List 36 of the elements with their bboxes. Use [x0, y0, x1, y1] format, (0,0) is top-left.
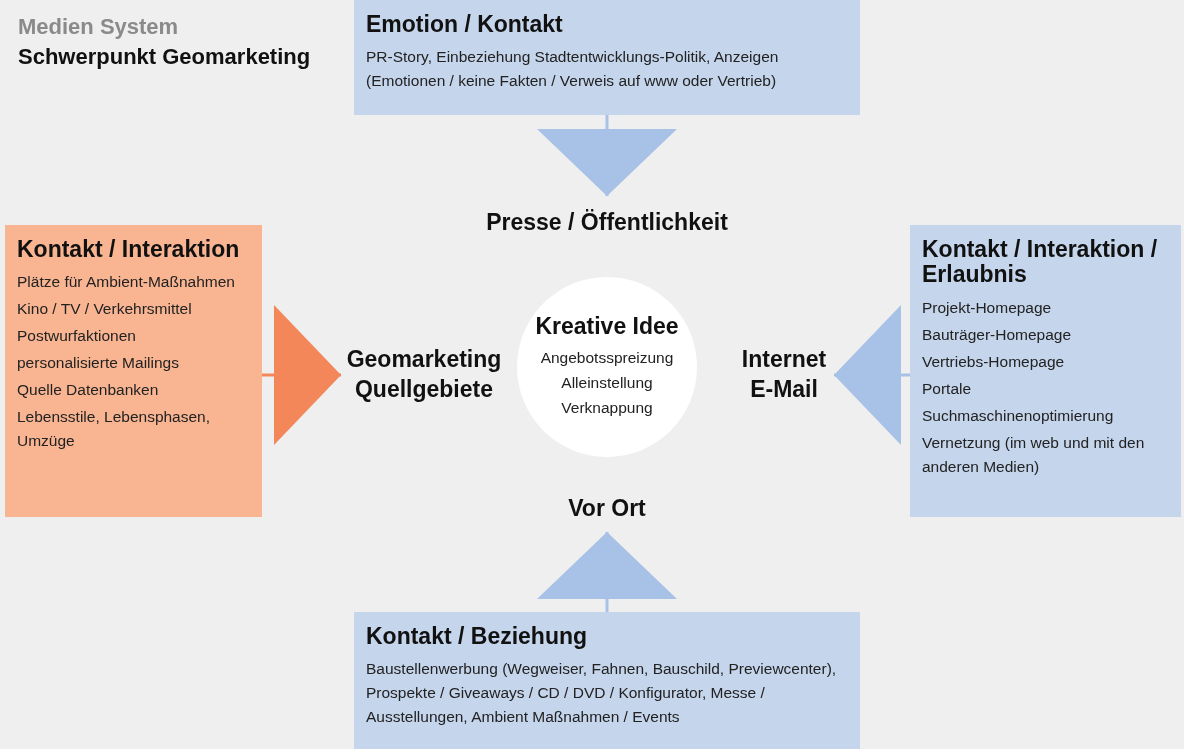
box-text: personalisierte Mailings — [17, 353, 180, 374]
triangle-arrow — [537, 532, 677, 612]
box-text: PR-Story, Einbeziehung Stadtentwicklungs-Politik, Anzeigen (Emotionen / keine Fakten / Verweis auf www oder Vertrieb) — [366, 47, 780, 92]
box-text: Bauträger-Homepage — [922, 324, 1073, 345]
box-text: Vernetzung (im web und mit den anderen Medien) — [922, 432, 1146, 477]
box-text: Portale — [922, 378, 973, 399]
info-box — [354, 612, 860, 749]
info-box — [5, 225, 262, 517]
channel-label: Internet E-Mail — [740, 345, 828, 404]
channel-label: Vor Ort — [568, 494, 646, 524]
box-text: Verknappung — [561, 397, 653, 418]
diagram-title: Medien System — [18, 14, 179, 40]
box-heading: Kontakt / Interaktion / Erlaubnis — [922, 237, 1159, 288]
box-text: Angebotsspreizung — [540, 348, 674, 369]
box-text: Projekt-Homepage — [922, 297, 1053, 318]
triangle-arrow — [834, 305, 910, 445]
box-text: Baustellenwerbung (Wegweiser, Fahnen, Bauschild, Previewcenter), Prospekte / Giveaways / CD / DVD / Konfigurator, Messe / Ausstellungen, Ambient Maßnahmen / Events — [366, 659, 838, 728]
box-text: Quelle Datenbanken — [17, 380, 160, 401]
box-heading: Kreative Idee — [535, 313, 679, 341]
info-box — [354, 0, 860, 115]
triangle-arrow — [537, 115, 677, 196]
subtitle: Schwerpunkt Geomarketing — [18, 44, 311, 70]
triangle-arrow — [262, 305, 341, 445]
box-text: Suchmaschinenoptimierung — [922, 405, 1115, 426]
channel-label: Presse / Öffentlichkeit — [486, 208, 728, 238]
box-heading: Emotion / Kontakt — [366, 12, 564, 38]
box-text: Plätze für Ambient-Maßnahmen — [17, 272, 236, 293]
box-text: Postwurfaktionen — [17, 326, 137, 347]
box-text: Lebensstile, Lebensphasen, Umzüge — [17, 407, 212, 452]
box-text: Kino / TV / Verkehrsmittel — [17, 299, 193, 320]
box-heading: Kontakt / Beziehung — [366, 624, 589, 650]
box-text: Vertriebs-Homepage — [922, 351, 1066, 372]
channel-label: Geomarketing Quellgebiete — [345, 345, 503, 404]
info-box — [910, 225, 1181, 517]
box-heading: Kontakt / Interaktion — [17, 237, 241, 263]
box-text: Alleinstellung — [561, 373, 653, 394]
